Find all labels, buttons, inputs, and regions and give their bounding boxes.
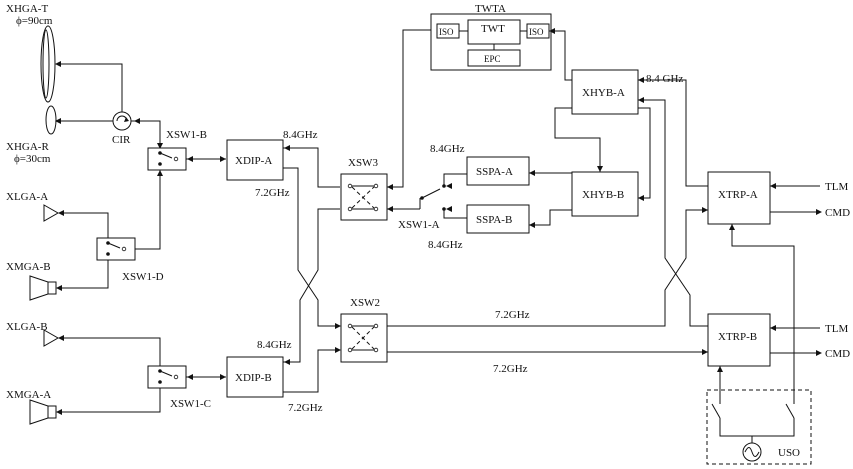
- sspa-a-block: [466, 156, 530, 186]
- freq-8-4-hyb: 8.4 GHz: [646, 73, 683, 85]
- freq-8-4-ssp-bot: 8.4GHz: [428, 239, 463, 251]
- xlga-b-label: XLGA-B: [6, 321, 48, 333]
- xlga-a-label: XLGA-A: [6, 191, 48, 203]
- xdip-b-label: XDIP-B: [235, 372, 272, 384]
- xtrp-b-block: [707, 313, 771, 367]
- xhga-t-size: ϕ=90cm: [16, 15, 53, 27]
- xhga-r-size: ϕ=30cm: [14, 153, 51, 165]
- xmga-a-horn: [29, 399, 57, 425]
- xdip-a-block: [226, 139, 284, 181]
- xsw1-d-label: XSW1-D: [122, 271, 164, 283]
- circulator: [112, 111, 132, 131]
- xhyb-a-label: XHYB-A: [582, 87, 625, 99]
- xhga-r-label: XHGA-R: [6, 141, 49, 153]
- xsw3-switch: [340, 173, 388, 221]
- xsw2-switch: [340, 313, 388, 363]
- xtrp-a-label: XTRP-A: [718, 189, 758, 201]
- xlga-a-horn: [43, 204, 60, 222]
- xlga-b-horn: [43, 329, 60, 347]
- xsw1-d-switch: [96, 237, 136, 261]
- sspa-a-label: SSPA-A: [476, 166, 513, 178]
- xsw1-c-label: XSW1-C: [170, 398, 211, 410]
- xsw1-b-switch: [147, 147, 187, 171]
- xtrp-a-block: [707, 171, 771, 225]
- xhyb-b-block: [571, 171, 639, 217]
- xhyb-a-block: [571, 69, 639, 115]
- freq-7-2-dip-b: 7.2GHz: [288, 402, 323, 414]
- xsw1-a-switch: [420, 184, 446, 211]
- freq-8-4-dip-a: 8.4GHz: [283, 129, 318, 141]
- iso-right-label: ISO: [529, 27, 544, 37]
- sspa-b-label: SSPA-B: [476, 214, 512, 226]
- uso-label: USO: [778, 447, 800, 459]
- xmga-b-label: XMGA-B: [6, 261, 51, 273]
- twt-block: [467, 19, 521, 45]
- twta-label: TWTA: [475, 3, 506, 15]
- xtrp-b-label: XTRP-B: [718, 331, 757, 343]
- xsw2-label: XSW2: [350, 297, 380, 309]
- cir-label: CIR: [112, 134, 131, 146]
- xmga-a-label: XMGA-A: [6, 389, 51, 401]
- freq-7-2-lower: 7.2GHz: [493, 363, 528, 375]
- xhga-r-dish: [45, 105, 57, 135]
- xsw3-label: XSW3: [348, 157, 378, 169]
- tlm-b-label: TLM: [825, 323, 848, 335]
- oscillator-icon: [742, 442, 762, 462]
- xhyb-b-label: XHYB-B: [582, 189, 624, 201]
- xsw1-a-label: XSW1-A: [398, 219, 440, 231]
- freq-7-2-dip-a: 7.2GHz: [255, 187, 290, 199]
- uso-group: [706, 389, 812, 465]
- xhga-t-label: XHGA-T: [6, 3, 48, 15]
- freq-8-4-ssp-top: 8.4GHz: [430, 143, 465, 155]
- epc-label: EPC: [484, 54, 501, 64]
- freq-7-2-upper: 7.2GHz: [495, 309, 530, 321]
- cmd-b-label: CMD: [825, 348, 850, 360]
- sspa-b-block: [466, 204, 530, 234]
- xmga-b-horn: [29, 275, 57, 301]
- twt-label: TWT: [481, 23, 505, 35]
- xdip-b-block: [226, 356, 284, 398]
- xsw1-b-label: XSW1-B: [166, 129, 207, 141]
- xsw1-c-switch: [147, 365, 187, 389]
- iso-left-label: ISO: [439, 27, 454, 37]
- xdip-a-label: XDIP-A: [235, 155, 272, 167]
- freq-8-4-dip-b: 8.4GHz: [257, 339, 292, 351]
- tlm-a-label: TLM: [825, 181, 848, 193]
- xhga-t-dish: [40, 25, 56, 103]
- cmd-a-label: CMD: [825, 207, 850, 219]
